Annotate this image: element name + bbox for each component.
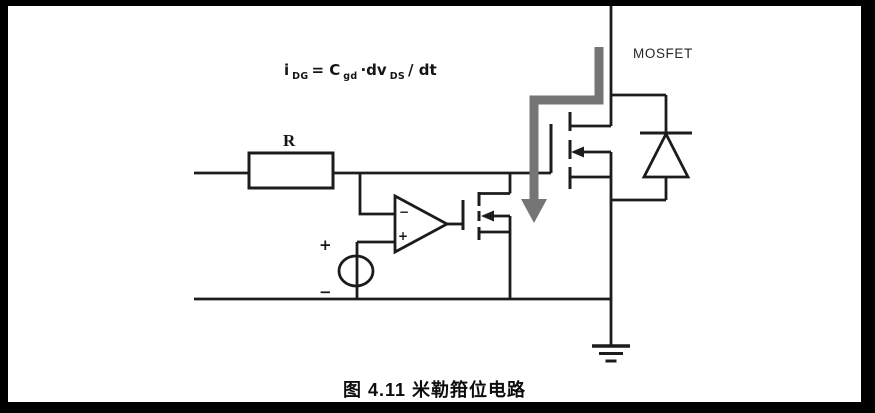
opamp-noninverting-input-sign: +: [398, 229, 409, 243]
power-arrow-icon: [571, 146, 584, 158]
noninverting-input-wire: [355, 240, 395, 299]
frame-border-right: [861, 0, 875, 413]
opamp-inverting-input-sign: −: [399, 205, 410, 219]
diode-triangle: [641, 130, 691, 179]
clamp-drain-lead: [479, 173, 512, 195]
voltage-source-plus-sign: +: [319, 236, 332, 254]
ground-icon: [592, 344, 630, 363]
formula-i-subscript: DG: [292, 71, 309, 82]
body-diode-symbol: [640, 130, 692, 179]
formula-c-subscript: gd: [343, 71, 358, 82]
formula-i: i: [284, 61, 290, 79]
formula-dv-subscript: DS: [389, 71, 406, 82]
resistor-label: R: [283, 131, 296, 150]
frame-border-top: [0, 0, 875, 6]
figure-caption: 图 4.11 米勒箝位电路: [342, 380, 527, 400]
formula-over-dt: / dt: [408, 61, 437, 79]
power-mosfet-symbol: [549, 112, 613, 299]
resistor-symbol: [247, 151, 335, 190]
opamp-symbol: [393, 193, 450, 255]
voltage-source-symbol: [337, 254, 375, 288]
formula-equals-c: = C: [311, 61, 341, 79]
formula-dv: ·dv: [360, 61, 387, 79]
miller-current-arrow-icon: [521, 47, 604, 223]
frame-border-left: [0, 0, 8, 413]
inverting-input-wire: [358, 173, 395, 216]
frame-border-bottom: [0, 402, 875, 413]
voltage-source-minus-sign: −: [319, 283, 332, 301]
mosfet-label: MOSFET: [633, 46, 693, 61]
clamp-mosfet-symbol: [461, 173, 512, 299]
wires: [194, 6, 668, 346]
clamp-arrow-icon: [481, 210, 494, 222]
